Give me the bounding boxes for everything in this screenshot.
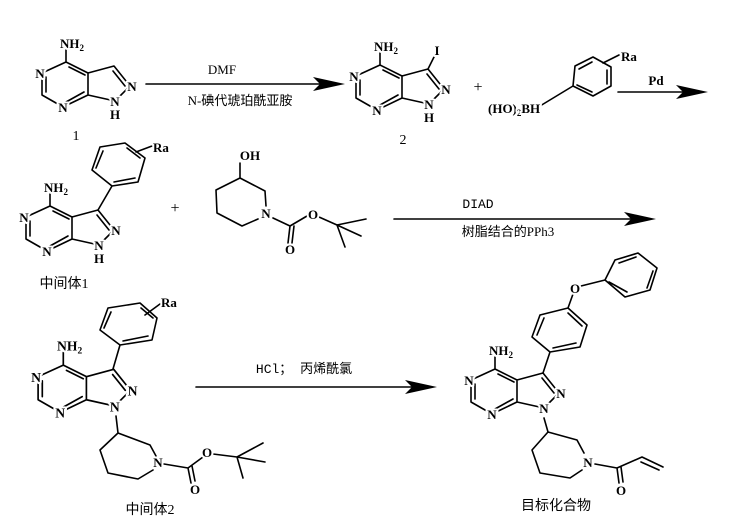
intermediate-2-label: 中间体2 (126, 502, 175, 518)
atom-n7: N (487, 407, 497, 422)
amino-group-label: NH2 (489, 343, 514, 360)
substituent-ra: Ra (161, 295, 177, 310)
atom-n2: N (111, 223, 121, 238)
reagent-diad: DIAD (462, 197, 493, 212)
intermediate-2-substituent-bonds (99, 302, 266, 484)
intermediate-1: NH2 N N N N H Ra 中间体1 (17, 138, 171, 292)
intermediate-2-core-bonds (37, 351, 132, 414)
atom-n3: N (464, 373, 474, 388)
atom-h: H (110, 107, 120, 122)
reaction-arrow-2: Pd (617, 71, 708, 99)
arrow-head (624, 212, 656, 226)
atom-o-carbonyl: O (285, 242, 295, 257)
atom-n3: N (31, 370, 41, 385)
amino-group-label: NH2 (57, 338, 82, 356)
atom-o-carbonyl: O (190, 482, 200, 497)
intermediate-1-label: 中间体1 (40, 276, 89, 292)
boronic-acid-group: (HO)2BH (488, 101, 540, 118)
atom-n2: N (128, 384, 138, 399)
reagent-resin-pph3: 树脂结合的PPh3 (462, 224, 554, 239)
atom-o-ether: O (570, 281, 580, 296)
reaction-arrow-3: DIAD 树脂结合的PPh3 (393, 197, 656, 239)
atom-n1: N (424, 97, 434, 112)
amino-group-label: NH2 (374, 39, 399, 56)
amino-group-label: NH2 (44, 180, 69, 197)
aryl-boronic-acid: (HO)2BH Ra (486, 47, 639, 120)
atom-h: H (424, 110, 434, 125)
atom-n: N (261, 206, 271, 221)
atom-n3: N (35, 66, 45, 81)
atom-o-ester: O (308, 207, 318, 222)
atom-n-piperidine: N (153, 455, 163, 470)
atom-n2: N (127, 79, 137, 94)
atom-n2: N (556, 386, 566, 401)
arrow-head (405, 380, 437, 394)
arrow-head (676, 85, 708, 99)
piperidinol-bonds (215, 162, 367, 248)
target-substituent-bonds (531, 252, 664, 484)
atom-n1: N (110, 399, 120, 414)
compound-2-bonds (355, 52, 445, 111)
plus-sign: + (473, 79, 482, 96)
target-core-bonds (470, 356, 560, 415)
compound-1-label: 1 (73, 129, 80, 144)
atom-o-ester: O (202, 445, 212, 460)
catalyst-pd: Pd (648, 73, 664, 88)
reagent-nis: N-碘代琥珀酰亚胺 (188, 93, 293, 108)
reaction-arrow-1: DMF N-碘代琥珀酰亚胺 (145, 62, 345, 108)
hydroxyl-label: OH (240, 148, 260, 163)
boronic-acid-bonds (539, 54, 620, 107)
atom-o-carbonyl: O (616, 483, 626, 498)
atom-n-piperidine: N (583, 455, 593, 470)
atom-n3: N (349, 69, 359, 84)
atom-n7: N (55, 406, 65, 421)
reagent-hcl-acryloyl-chloride: HCl； 丙烯酰氯 (256, 362, 352, 377)
intermediate-1-core-bonds (25, 193, 115, 252)
arrow-head (313, 77, 345, 91)
atom-n1: N (110, 94, 120, 109)
compound-1-bonds (41, 49, 131, 108)
atom-n1: N (539, 401, 549, 416)
intermediate-1-phenyl-bonds (91, 142, 153, 211)
substituent-ra: Ra (153, 140, 169, 155)
boc-3-hydroxypiperidine: OH N O O (215, 146, 367, 259)
atom-iodine: I (434, 43, 439, 58)
atom-h: H (94, 251, 104, 266)
plus-sign: + (170, 200, 179, 217)
compound-2: NH2 N N N N H I 2 (347, 37, 453, 148)
amino-group-label: NH2 (60, 36, 85, 53)
atom-n2: N (441, 82, 451, 97)
substituent-ra: Ra (621, 49, 637, 64)
reaction-arrow-4: HCl； 丙烯酰氯 (195, 362, 437, 394)
atom-n7: N (42, 244, 52, 259)
atom-n1: N (94, 238, 104, 253)
atom-n3: N (19, 210, 29, 225)
compound-2-label: 2 (400, 133, 407, 148)
intermediate-2: NH2 N N N N Ra N O O 中间体2 (29, 293, 266, 518)
atom-n7: N (372, 103, 382, 118)
atom-n7: N (58, 100, 68, 115)
reagent-dmf: DMF (208, 62, 236, 77)
target-compound: NH2 N N N N O N O 目标化合物 (462, 252, 664, 514)
compound-1: NH2 N N N N H 1 (33, 34, 139, 144)
target-compound-label: 目标化合物 (521, 498, 591, 514)
